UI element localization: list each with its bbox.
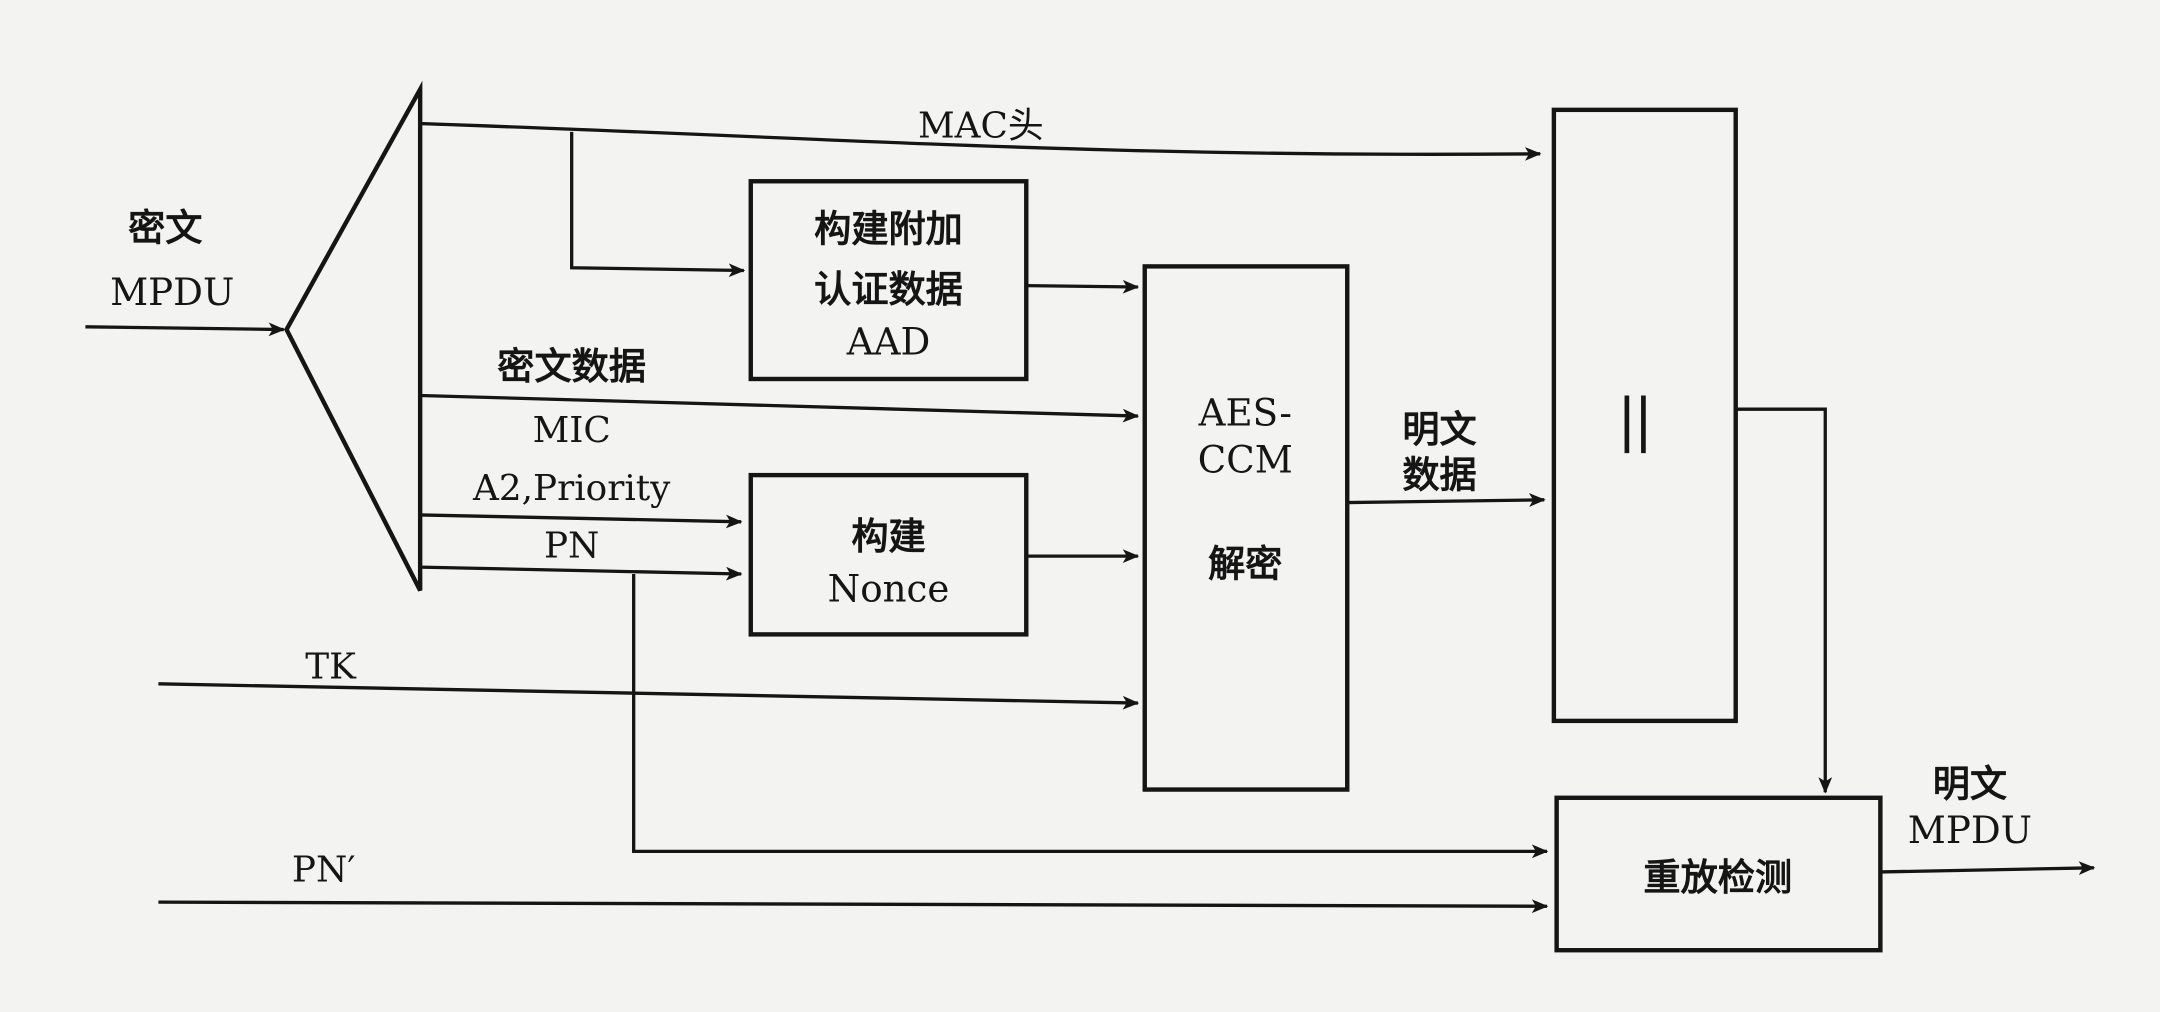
- concat-block: [1551, 107, 1738, 724]
- pn-label: PN: [544, 526, 599, 567]
- a2-priority-arrow: [420, 513, 743, 529]
- cipher-data-label: 密文数据: [497, 345, 646, 388]
- aes-ccm-block: [1142, 264, 1350, 792]
- aad-block: [748, 179, 1029, 382]
- pn-prime-arrow: [158, 899, 1549, 914]
- output-label-line2: MPDU: [1908, 809, 2032, 852]
- aes-line2: CCM: [1198, 438, 1293, 481]
- input-label-line1: 密文: [128, 206, 203, 249]
- mac-to-aad-arrow: [570, 131, 746, 278]
- plain-data-arrow: [1347, 493, 1546, 507]
- output-label-line1: 明文: [1933, 762, 2008, 805]
- input-arrow: [85, 322, 286, 337]
- pn-arrow: [420, 565, 743, 581]
- aad-line3: AAD: [846, 320, 931, 363]
- plain-data-label-line1: 明文: [1402, 408, 1477, 451]
- mac-header-arrow: [420, 121, 1542, 161]
- concat-to-replay-arrow: [1735, 407, 1833, 794]
- demultiplexer: [284, 80, 423, 592]
- a2-priority-label: A2,Priority: [472, 468, 671, 509]
- mic-label: MIC: [533, 410, 611, 451]
- aad-line2: 认证数据: [814, 268, 963, 311]
- output-arrow: [1880, 861, 2096, 875]
- input-label-line2: MPDU: [110, 271, 234, 314]
- nonce-line1: 构建: [851, 515, 925, 558]
- tk-label: TK: [305, 646, 357, 687]
- aes-line3: 解密: [1208, 543, 1282, 586]
- concat-symbol-text: ||: [0, 0, 1, 1]
- replay-label: 重放检测: [1643, 856, 1792, 899]
- replay-detection-block: [1554, 795, 1883, 953]
- nonce-line2: Nonce: [828, 567, 950, 610]
- pn-prime-label: PN′: [292, 850, 356, 891]
- aad-line1: 构建附加: [814, 208, 963, 251]
- aes-line1: AES-: [1198, 392, 1292, 435]
- pn-to-replay-arrow: [632, 573, 1549, 859]
- plain-data-label-line2: 数据: [1402, 454, 1476, 497]
- aad-to-aes-arrow: [1026, 279, 1140, 294]
- mac-header-label: MAC头: [918, 105, 1044, 146]
- cipher-data-arrow: [420, 393, 1140, 423]
- tk-arrow: [158, 682, 1140, 710]
- concat-symbol: ||: [0, 0, 1646, 454]
